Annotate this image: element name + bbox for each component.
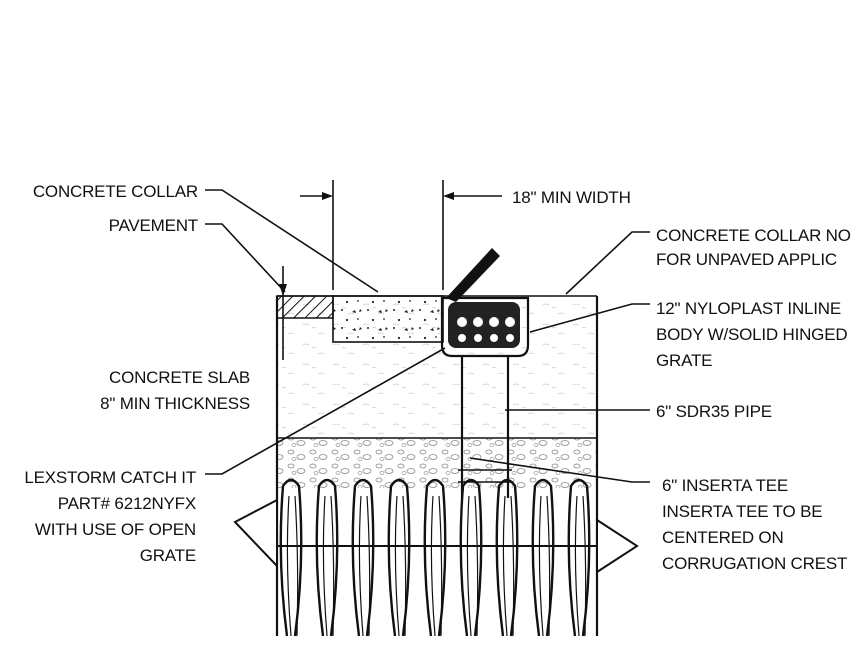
label-tee-2: INSERTA TEE TO BE <box>662 502 822 521</box>
label-collar-not-required-2: FOR UNPAVED APPLIC <box>656 250 837 269</box>
trench-section <box>275 295 599 636</box>
label-flexstorm-4: GRATE <box>140 546 196 565</box>
label-tee-1: 6" INSERTA TEE <box>662 476 788 495</box>
corrugation-rib <box>387 478 411 637</box>
pipe-end-right <box>596 518 639 574</box>
pavement-hatch <box>276 295 334 319</box>
corrugation-rib-inner <box>394 495 407 637</box>
label-flexstorm-2: PART# 6212NYFX <box>58 494 196 513</box>
label-tee-3: CENTERED ON <box>662 528 784 547</box>
corrugation-rib-inner <box>286 495 299 637</box>
corrugation-rib <box>567 478 591 637</box>
label-min-width: 18" MIN WIDTH <box>512 188 631 207</box>
label-collar-not-required-1: CONCRETE COLLAR NO <box>656 226 851 245</box>
label-slab-2: 8" MIN THICKNESS <box>100 394 250 413</box>
label-pavement: PAVEMENT <box>109 216 198 235</box>
label-pipe: 6" SDR35 PIPE <box>656 402 772 421</box>
corrugation-rib <box>351 478 375 637</box>
corrugation-rib <box>315 478 339 637</box>
label-inlet-3: GRATE <box>656 351 712 370</box>
corrugation-rib-inner <box>574 495 587 637</box>
nyloplast-inlet <box>440 248 530 358</box>
corrugation-rib <box>531 478 555 637</box>
corrugation-rib <box>459 478 483 637</box>
label-tee-4: CORRUGATION CREST <box>662 554 847 573</box>
corrugation-rib <box>423 478 447 637</box>
leader-lines <box>205 189 650 483</box>
corrugation-rib-inner <box>502 495 515 637</box>
corrugation-rib-inner <box>430 495 443 637</box>
pipe-end-left <box>233 498 278 569</box>
corrugation-rib-inner <box>466 495 479 637</box>
label-flexstorm-3: WITH USE OF OPEN <box>35 520 196 539</box>
corrugation-rib <box>279 478 303 637</box>
grate <box>448 302 520 348</box>
label-inlet-2: BODY W/SOLID HINGED <box>656 325 847 344</box>
corrugated-pipe <box>233 478 639 637</box>
corrugation-rib-inner <box>322 495 335 637</box>
corrugation-rib-inner <box>538 495 551 637</box>
corrugation-rib <box>495 478 519 637</box>
label-flexstorm-1: LEXSTORM CATCH IT <box>24 468 196 487</box>
label-slab-1: CONCRETE SLAB <box>109 368 250 387</box>
corrugation-rib-inner <box>358 495 371 637</box>
width-dimension <box>279 180 502 360</box>
label-concrete-collar: CONCRETE COLLAR <box>33 182 198 201</box>
concrete-collar <box>332 295 444 343</box>
hinged-lid <box>446 248 500 302</box>
label-inlet-1: 12" NYLOPLAST INLINE <box>656 299 841 318</box>
